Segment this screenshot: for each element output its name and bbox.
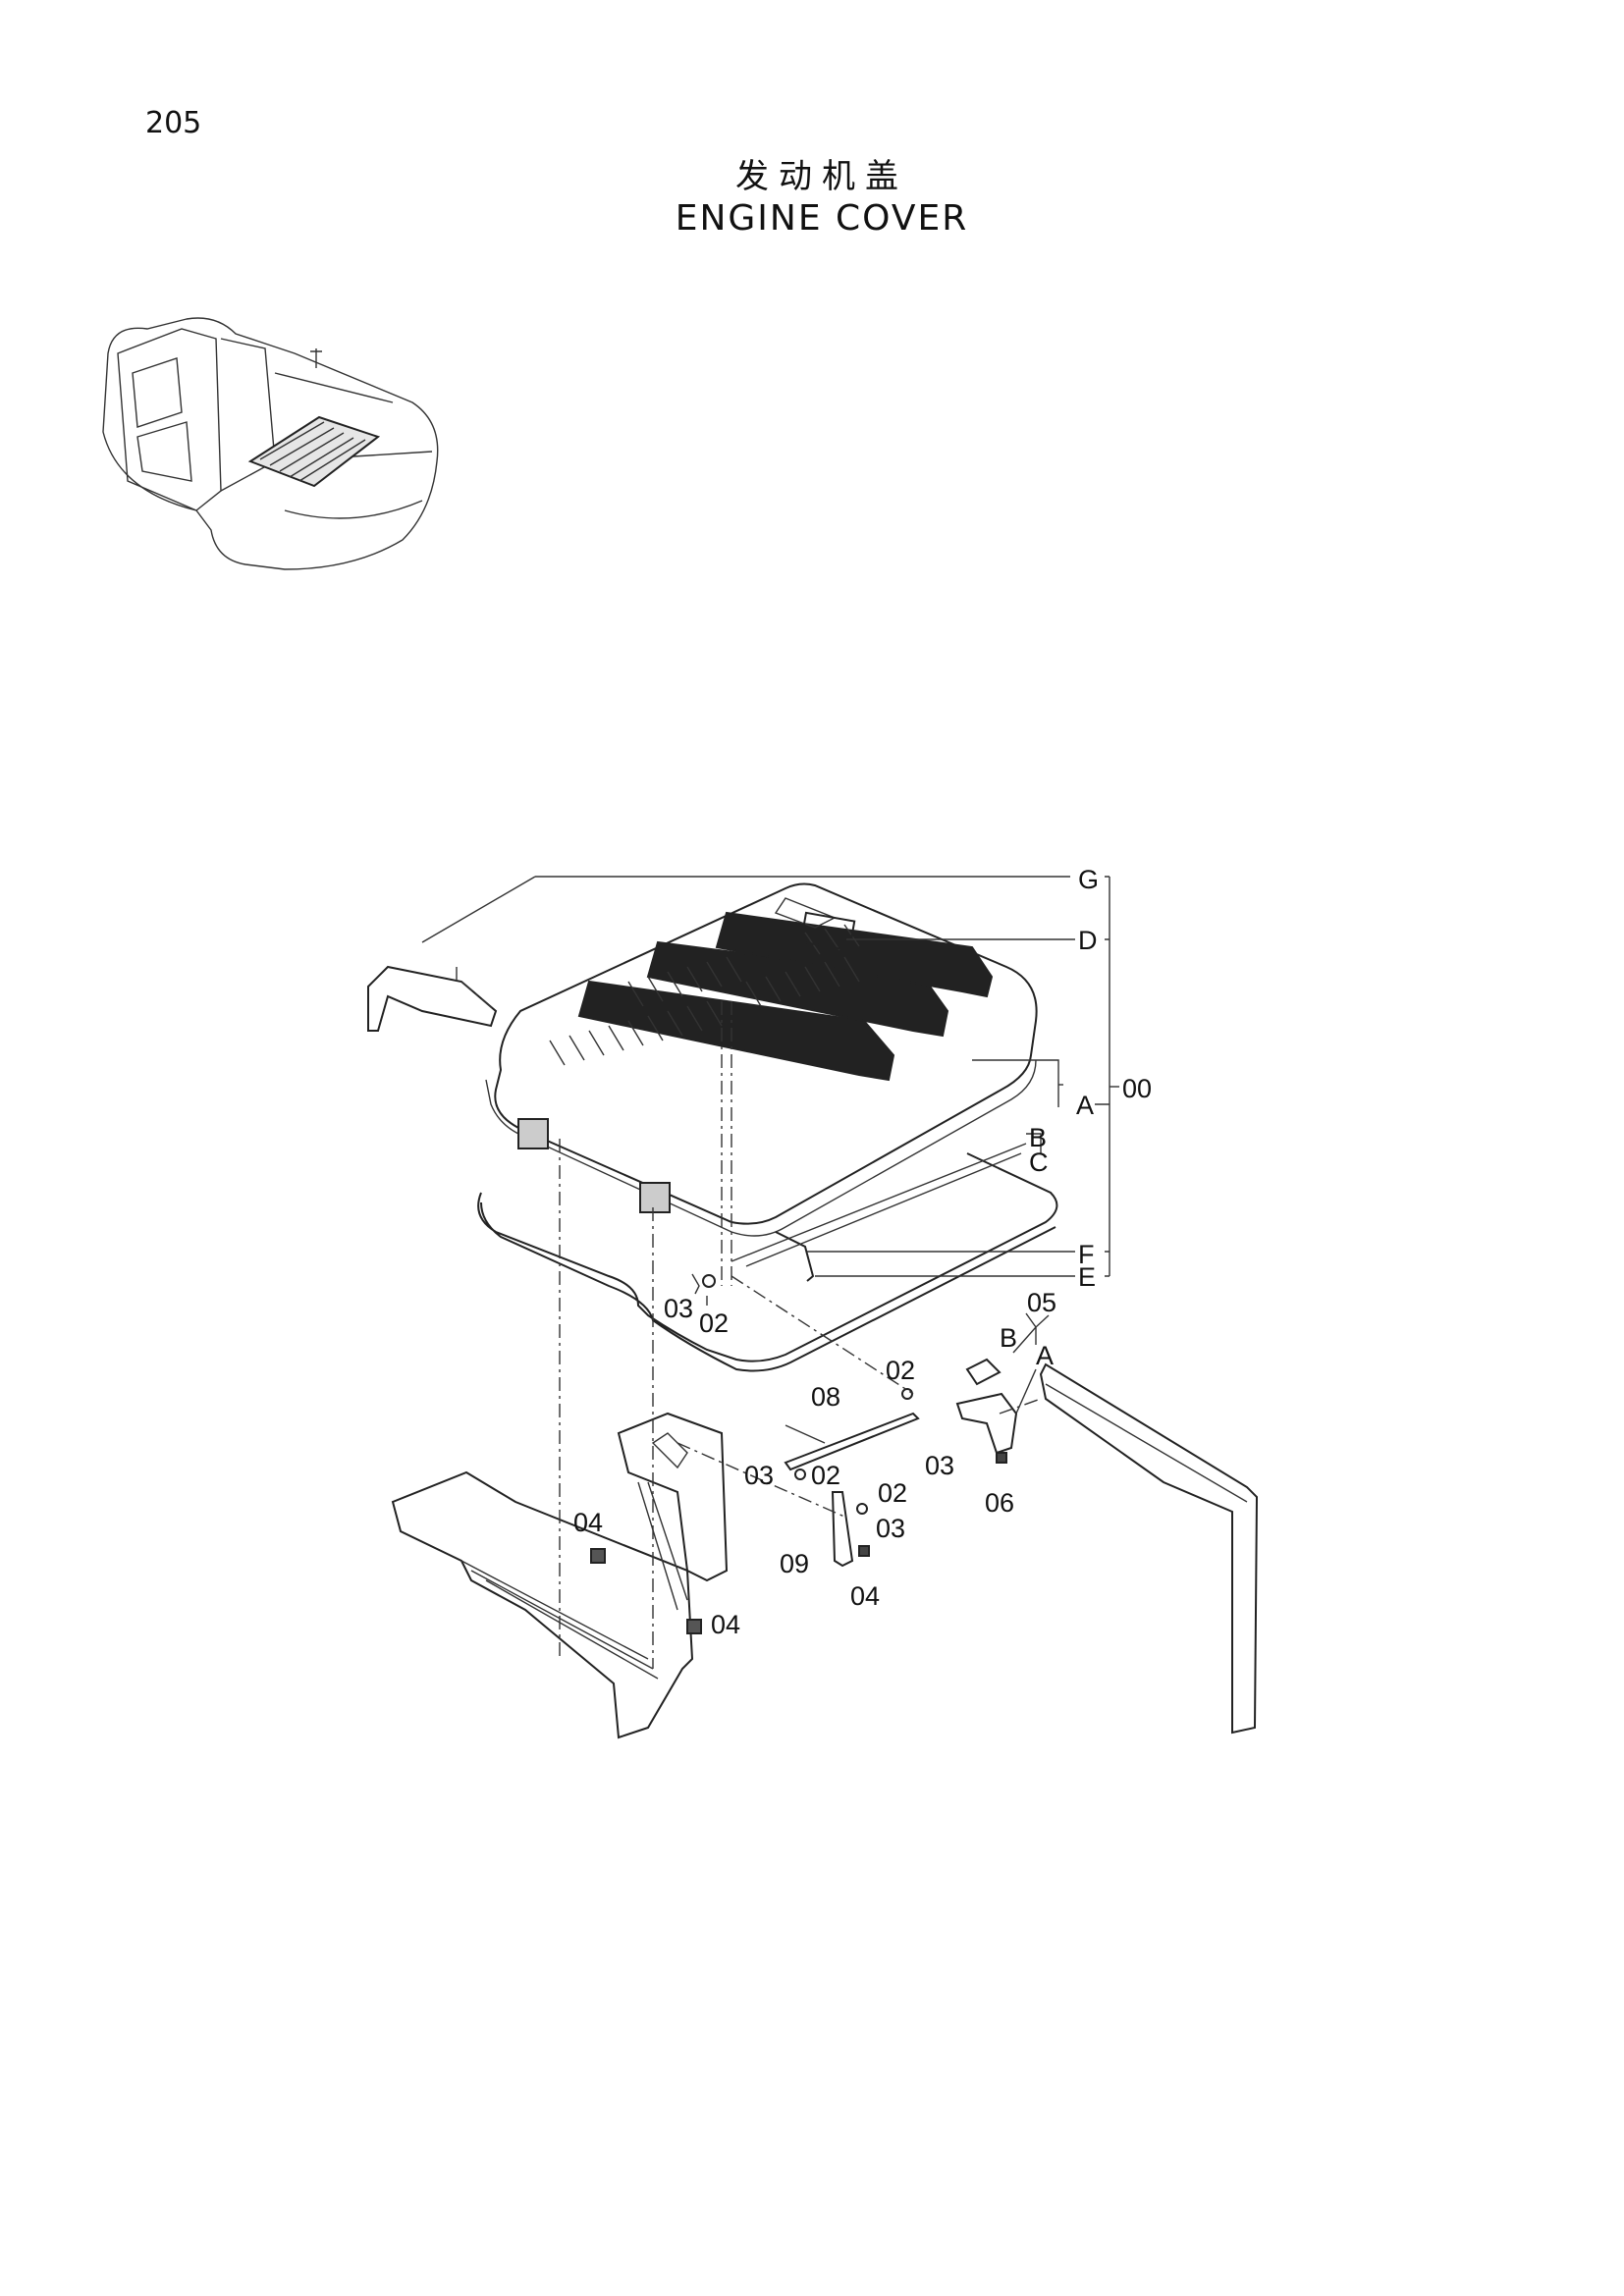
callout-04-bottom: 04 <box>711 1610 740 1639</box>
callout-b-top: B <box>1029 1123 1047 1152</box>
stay-rod-08 <box>784 1412 920 1471</box>
washer-02-mid <box>901 1388 913 1400</box>
callout-a-top: A <box>1076 1091 1094 1120</box>
callout-03-left: 03 <box>664 1294 693 1323</box>
callout-02-stay: 02 <box>878 1478 907 1508</box>
callout-00: 00 <box>1122 1074 1152 1103</box>
left-support-frame <box>391 1412 729 1739</box>
callout-03-rod: 03 <box>744 1461 774 1490</box>
bolt-04-mid <box>858 1545 870 1557</box>
callout-g: G <box>1078 865 1099 894</box>
washer-02-rod <box>794 1468 806 1480</box>
callout-labels: G D A 00 B C F E 03 02 05 B A 02 08 03 0… <box>573 865 1152 1639</box>
callout-04-mid: 04 <box>850 1581 880 1611</box>
side-trim-g <box>367 965 498 1032</box>
callout-02-left: 02 <box>699 1308 729 1338</box>
bolt-06 <box>996 1452 1007 1464</box>
callout-b-bracket: B <box>1000 1323 1017 1353</box>
seal-f <box>775 1231 815 1282</box>
callout-06: 06 <box>985 1488 1014 1518</box>
washer-bolt-left <box>691 1273 716 1295</box>
right-side-frame <box>1039 1362 1259 1735</box>
seal-e <box>477 1152 1058 1372</box>
callout-03-mid: 03 <box>925 1451 954 1480</box>
callout-03-stay: 03 <box>876 1514 905 1543</box>
callout-04-left: 04 <box>573 1508 603 1537</box>
page-title-english: ENGINE COVER <box>675 198 969 239</box>
page-title-chinese: 发动机盖 <box>735 157 908 196</box>
callout-e: E <box>1078 1262 1096 1292</box>
callout-09: 09 <box>780 1549 809 1578</box>
callout-05: 05 <box>1027 1288 1056 1317</box>
excavator-locator-illustration <box>102 317 439 570</box>
page-number: 205 <box>145 106 202 140</box>
callout-02-mid: 02 <box>886 1356 915 1385</box>
bracket-09 <box>831 1491 854 1568</box>
engine-cover-hood <box>485 882 1038 1237</box>
callout-02-rod: 02 <box>811 1461 840 1490</box>
callout-c: C <box>1029 1148 1049 1177</box>
leader-lines <box>421 876 1119 1444</box>
callout-08: 08 <box>811 1382 840 1412</box>
bracket-05 <box>955 1358 1018 1455</box>
callout-f: F <box>1078 1240 1095 1269</box>
washer-02-stay <box>856 1503 868 1515</box>
callout-d: D <box>1078 926 1098 955</box>
assembly-guide-lines <box>456 967 1042 1669</box>
callout-a-bracket: A <box>1036 1341 1054 1370</box>
